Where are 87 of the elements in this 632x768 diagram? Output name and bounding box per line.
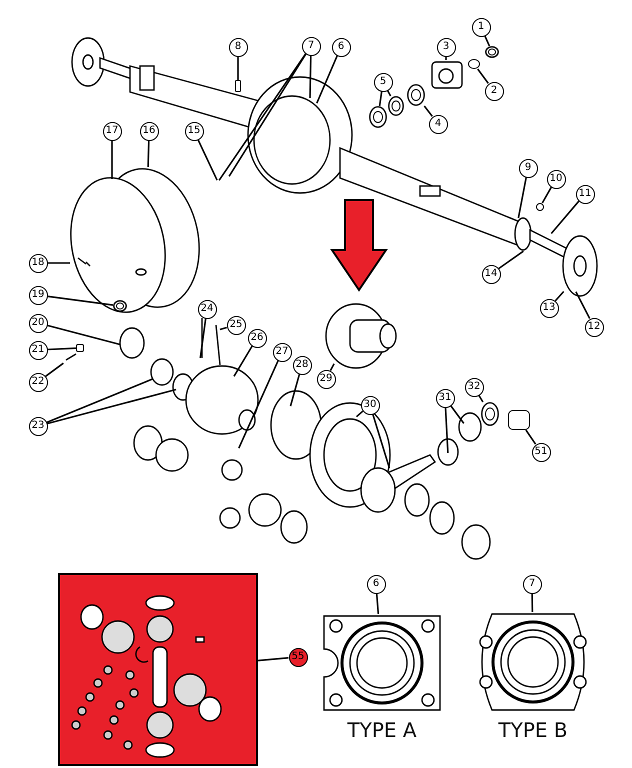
callout-number: 5 bbox=[374, 72, 392, 92]
leader-line bbox=[445, 56, 447, 60]
box-shape bbox=[76, 344, 84, 352]
leader-line bbox=[531, 593, 534, 612]
leader-line bbox=[484, 35, 490, 46]
callout-number: 28 bbox=[292, 356, 312, 374]
leader-line bbox=[316, 55, 338, 104]
callout-number: 21 bbox=[28, 340, 48, 360]
leader-line bbox=[47, 347, 76, 350]
leader-line bbox=[554, 290, 564, 302]
leader-line bbox=[238, 360, 279, 449]
callout-number: 2 bbox=[484, 82, 504, 100]
callout-number: 20 bbox=[28, 314, 48, 332]
nut-drawing bbox=[485, 46, 499, 58]
bearing-drawing bbox=[388, 96, 404, 116]
leader-line bbox=[46, 378, 154, 424]
leader-line bbox=[197, 139, 218, 181]
box-shape bbox=[508, 410, 530, 430]
callout-number: 8 bbox=[228, 38, 248, 56]
leader-line bbox=[147, 140, 150, 168]
callout-number: 30 bbox=[360, 396, 380, 414]
leader-line bbox=[45, 362, 64, 377]
leader-line bbox=[330, 363, 335, 371]
callout-number: 7 bbox=[522, 574, 542, 594]
type-caption: TYPE B bbox=[497, 718, 569, 742]
callout-number: 29 bbox=[316, 370, 336, 388]
circle-shape bbox=[468, 59, 480, 69]
leader-line bbox=[518, 177, 527, 218]
callout-number: 6 bbox=[366, 574, 386, 594]
callout-number: 23 bbox=[28, 416, 48, 436]
leader-line bbox=[48, 262, 70, 264]
leader-line bbox=[498, 250, 524, 270]
callout-number: 55 bbox=[288, 648, 308, 666]
callout-number: 27 bbox=[272, 342, 292, 362]
callout-number: 25 bbox=[226, 316, 246, 334]
callout-number: 12 bbox=[584, 318, 604, 336]
leader-line bbox=[111, 140, 113, 179]
shim-drawing bbox=[481, 402, 499, 426]
leader-line bbox=[200, 318, 206, 358]
leader-line bbox=[290, 374, 300, 406]
type-caption: TYPE A bbox=[346, 718, 418, 742]
leader-line bbox=[550, 200, 580, 234]
leader-line bbox=[356, 410, 364, 418]
callout-number: 31 bbox=[436, 388, 454, 408]
box-shape bbox=[235, 80, 241, 92]
leader-line bbox=[47, 296, 114, 306]
seal-drawing bbox=[407, 84, 425, 106]
callout-number: 9 bbox=[518, 158, 538, 178]
callout-number: 3 bbox=[436, 38, 456, 56]
callout-number: 26 bbox=[248, 328, 266, 348]
callout-number: 7 bbox=[302, 36, 320, 56]
callout-number: 18 bbox=[28, 254, 48, 272]
callout-number: 1 bbox=[472, 18, 490, 36]
callout-number: 14 bbox=[482, 264, 500, 284]
leader-line bbox=[47, 388, 176, 424]
leader-line bbox=[220, 326, 228, 330]
seal-drawing bbox=[369, 106, 387, 128]
leader-line bbox=[444, 407, 449, 454]
callout-number: 32 bbox=[464, 378, 484, 396]
leader-line bbox=[424, 106, 433, 117]
callout-number: 4 bbox=[428, 114, 448, 134]
leader-line bbox=[378, 91, 382, 106]
callout-number: 16 bbox=[140, 122, 158, 140]
callout-number: 17 bbox=[102, 122, 122, 140]
callout-number: 51 bbox=[532, 442, 550, 462]
callout-number: 19 bbox=[28, 286, 48, 304]
leader-line bbox=[47, 324, 120, 346]
leader-line bbox=[372, 414, 390, 468]
parts-kit-panel bbox=[58, 573, 258, 766]
callout-number: 11 bbox=[576, 184, 594, 204]
callout-number: 15 bbox=[184, 122, 204, 140]
leader-line bbox=[575, 291, 590, 319]
callout-number: 24 bbox=[198, 300, 216, 318]
callout-number: 6 bbox=[332, 38, 350, 56]
leader-line bbox=[477, 68, 489, 84]
callout-number: 13 bbox=[540, 298, 558, 318]
leader-line bbox=[376, 593, 380, 614]
leader-line bbox=[450, 405, 464, 424]
callout-number: 10 bbox=[546, 170, 566, 188]
leader-line bbox=[525, 430, 536, 445]
leader-line bbox=[309, 55, 312, 98]
callout-number: 22 bbox=[28, 372, 48, 392]
circle-shape bbox=[536, 203, 544, 211]
leader-line bbox=[542, 186, 552, 204]
leader-line bbox=[237, 56, 239, 80]
leader-line bbox=[258, 657, 289, 662]
leader-line bbox=[233, 346, 253, 377]
